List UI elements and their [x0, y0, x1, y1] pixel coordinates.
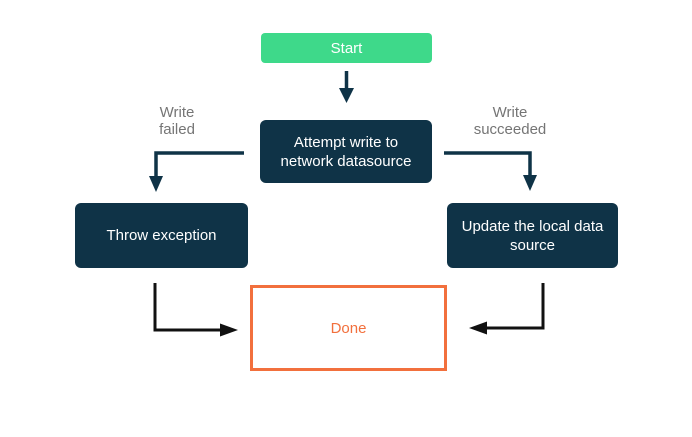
node-throw-exception-label: Throw exception — [106, 227, 217, 244]
edge-throw-to-done — [153, 283, 238, 337]
node-attempt-write-label: Attempt write to network datasource — [280, 133, 412, 170]
edge-attempt-to-update — [444, 151, 537, 191]
edge-update-to-done — [469, 283, 545, 335]
node-done: Done — [250, 285, 447, 371]
node-start-label: Start — [330, 39, 363, 57]
edge-label-write-failed: Write failed — [159, 104, 195, 138]
edge-start-to-attempt — [339, 71, 354, 103]
edge-label-write-succeeded: Write succeeded — [473, 104, 547, 138]
edge-attempt-to-throw — [149, 151, 244, 192]
node-attempt-write: Attempt write to network datasource — [260, 120, 432, 183]
node-start: Start — [261, 33, 432, 63]
node-done-label: Done — [330, 319, 367, 337]
node-update-local-data-label: Update the local data source — [461, 217, 604, 254]
node-throw-exception: Throw exception — [75, 203, 248, 268]
node-update-local-data: Update the local data source — [447, 203, 618, 268]
